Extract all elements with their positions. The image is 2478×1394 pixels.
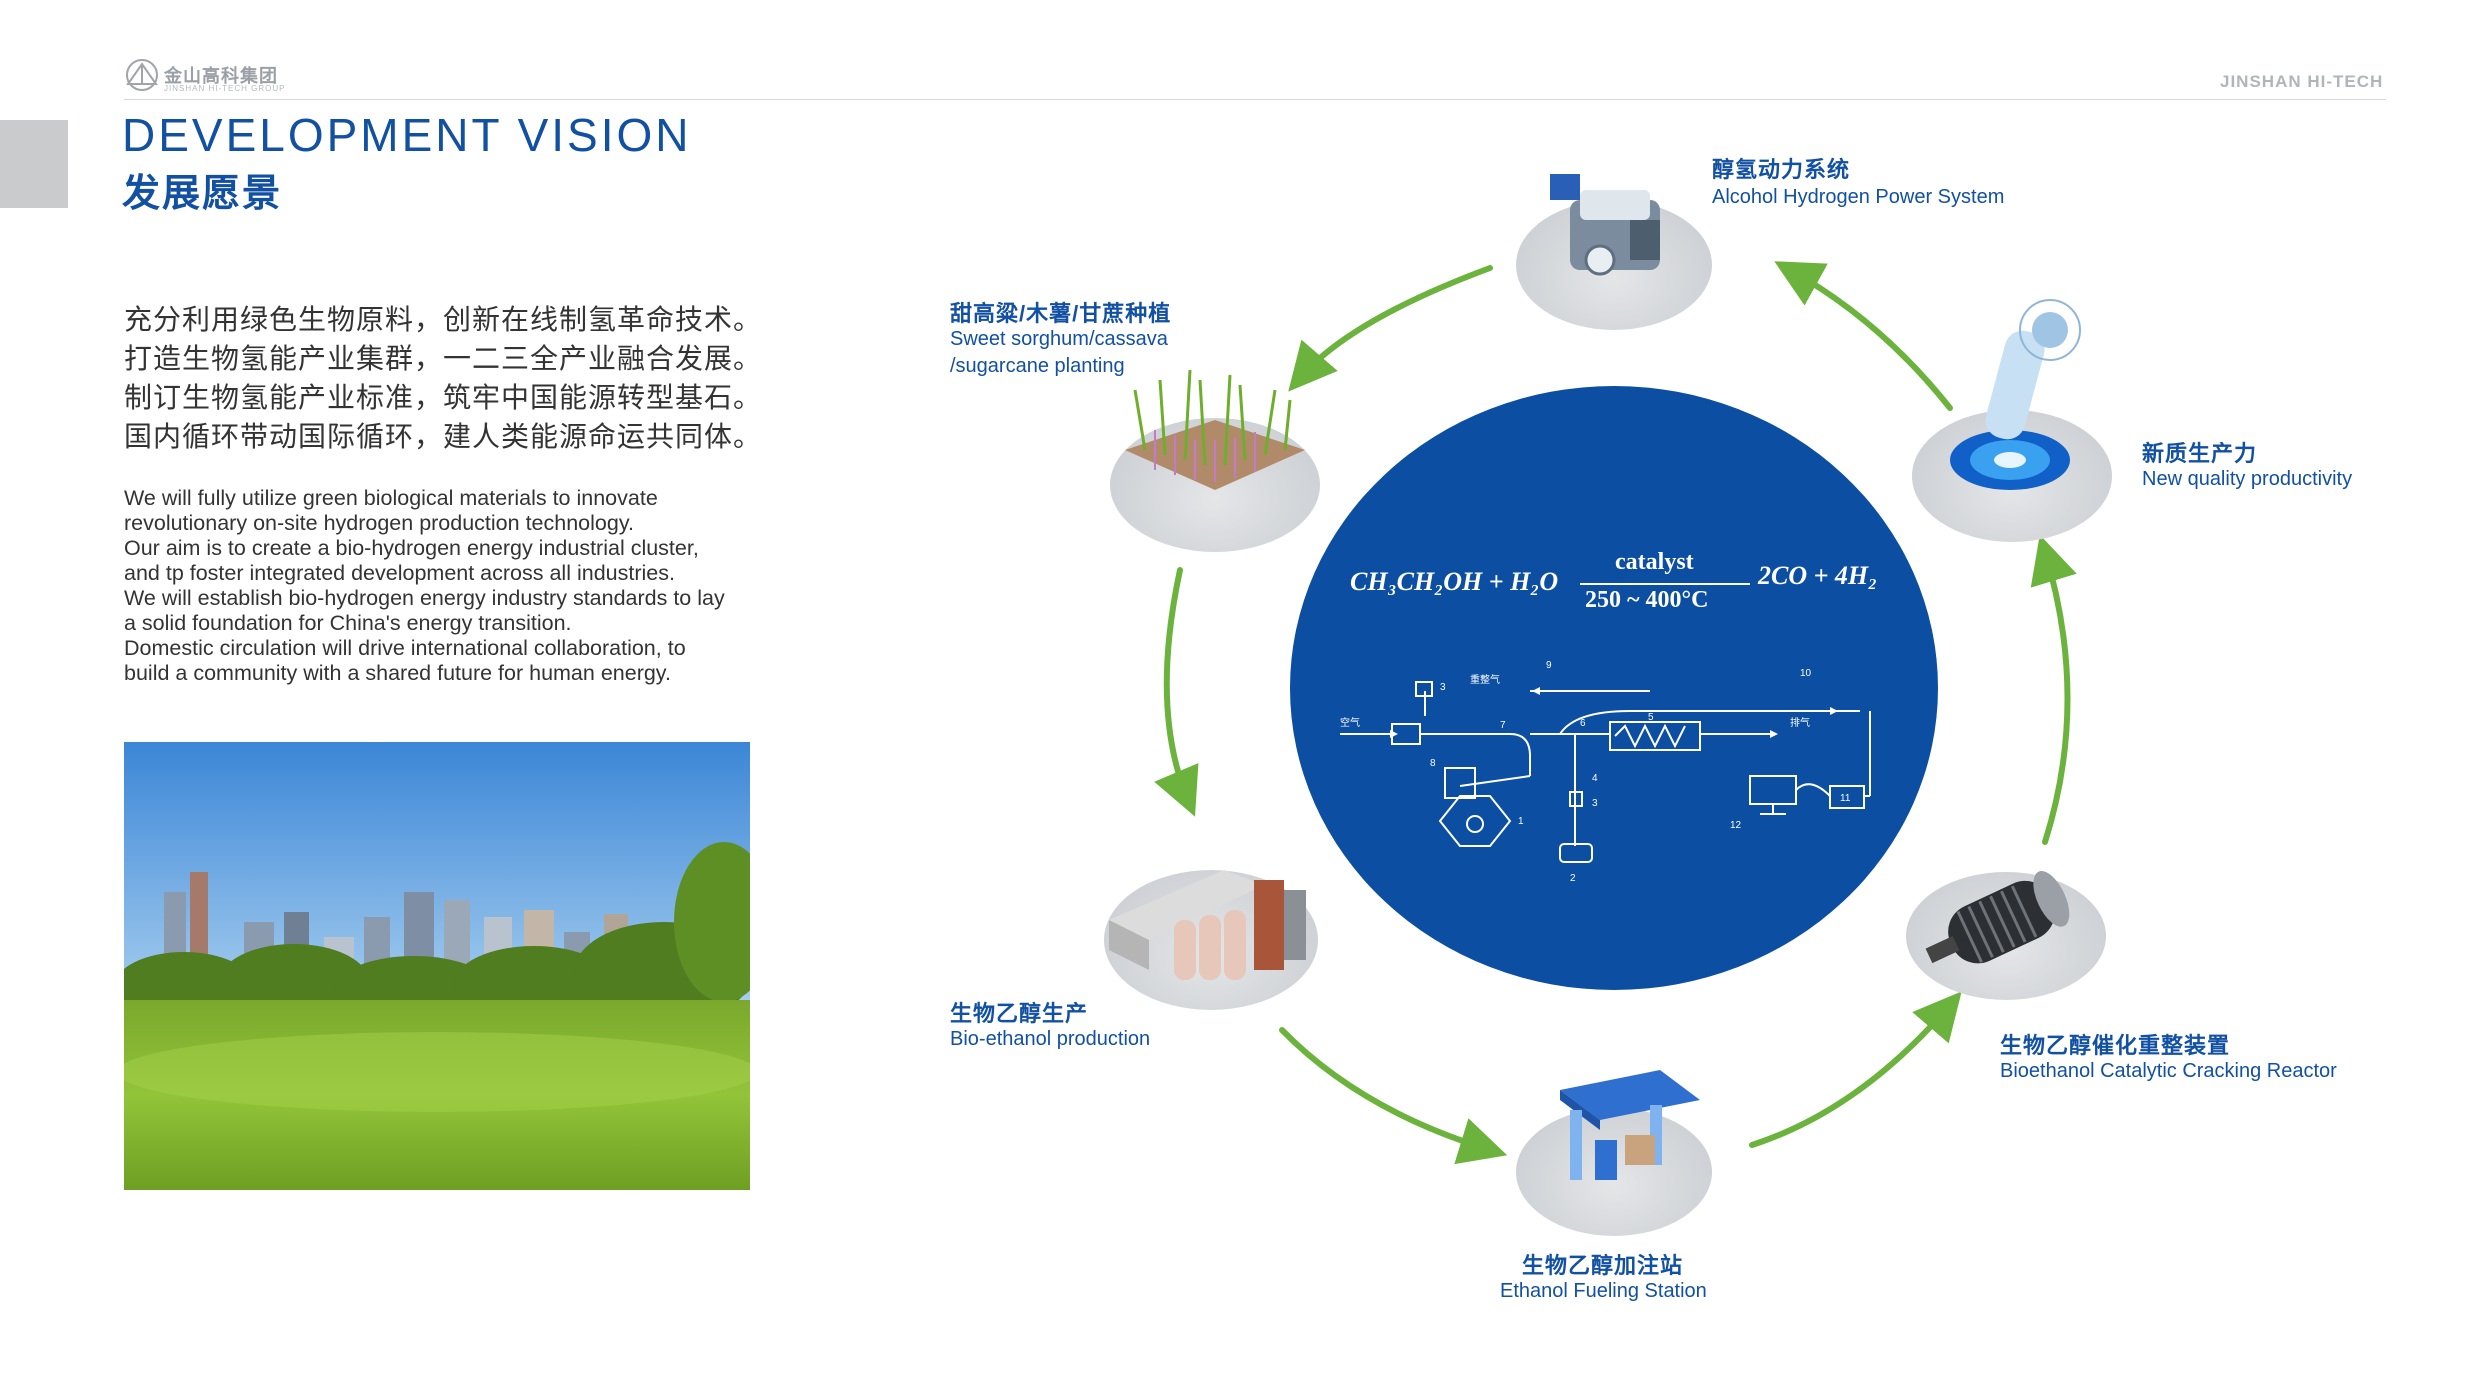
- header-divider: [124, 99, 2386, 100]
- process-circle: [1290, 386, 1938, 990]
- robot-hand-icon: [1950, 299, 2081, 490]
- diagram-label-2: 2: [1570, 873, 1576, 884]
- crop-field-icon: [1125, 369, 1305, 490]
- reforming-schematic: 1 2 3 3 4 5 6 7 8 9 10 11 12 空气 排气 重整气: [1340, 660, 1871, 884]
- label-new-quality-en: New quality productivity: [2142, 468, 2353, 490]
- logo-subtext: JINSHAN HI-TECH GROUP: [164, 84, 286, 93]
- diagram-air-in: 空气: [1340, 716, 1360, 729]
- intro-en-line: We will fully utilize green biological m…: [124, 486, 658, 510]
- diagram-label-4: 4: [1592, 773, 1598, 784]
- page-title-en: DEVELOPMENT VISION: [122, 109, 692, 161]
- label-planting-en1: Sweet sorghum/cassava: [950, 328, 1168, 350]
- diagram-label-10: 10: [1800, 668, 1812, 679]
- cycle-arrows: [1154, 261, 2077, 1165]
- intro-en-line: We will establish bio-hydrogen energy in…: [124, 586, 725, 610]
- label-power-system-zh: 醇氢动力系统: [1712, 157, 1851, 182]
- equation-right: 2CO + 4H₂: [1758, 561, 1878, 590]
- equation-catalyst: catalyst: [1615, 549, 1694, 575]
- city-park-illustration: [124, 742, 750, 1190]
- diagram-label-12: 12: [1730, 820, 1742, 831]
- diagram-label-7: 7: [1500, 720, 1506, 731]
- label-reactor-zh: 生物乙醇催化重整装置: [2000, 1033, 2231, 1058]
- label-planting-en2: /sugarcane planting: [950, 355, 1125, 377]
- arrow-reactor-to-newquality: [2030, 534, 2077, 845]
- city-park-photo: [124, 742, 750, 1190]
- diagram-label-8: 8: [1430, 758, 1436, 769]
- label-station-zh: 生物乙醇加注站: [1522, 1253, 1684, 1278]
- diagram-label-5: 5: [1648, 712, 1654, 723]
- intro-en-line: a solid foundation for China's energy tr…: [124, 611, 572, 635]
- intro-en-line: Domestic circulation will drive internat…: [124, 636, 686, 660]
- intro-en: We will fully utilize green biological m…: [124, 486, 764, 686]
- equation-left: CH₃CH₂OH + H₂O: [1350, 567, 1559, 596]
- company-logo: 金山高科集团 JINSHAN HI-TECH GROUP: [124, 58, 324, 98]
- diagram-label-3a: 3: [1440, 682, 1446, 693]
- equation-condition: 250 ~ 400°C: [1585, 587, 1709, 613]
- mountain-logo-icon: [126, 59, 158, 91]
- arrow-ethanol-to-station: [1279, 1027, 1508, 1165]
- intro-en-line: revolutionary on-site hydrogen productio…: [124, 511, 634, 535]
- label-station-en: Ethanol Fueling Station: [1500, 1280, 1707, 1302]
- diagram-label-9: 9: [1546, 660, 1552, 671]
- arrow-planting-to-ethanol: [1154, 567, 1199, 817]
- side-tab: [0, 120, 68, 208]
- diagram-label-6: 6: [1580, 718, 1586, 729]
- arrow-station-to-reactor: [1749, 991, 1962, 1148]
- diagram-label-11: 11: [1840, 793, 1851, 804]
- fuel-station-icon: [1560, 1070, 1700, 1180]
- label-ethanol-production-zh: 生物乙醇生产: [950, 1001, 1089, 1026]
- intro-zh-line: 制订生物氢能产业标准，筑牢中国能源转型基石。: [124, 382, 763, 413]
- arrow-newquality-to-system: [1774, 261, 1953, 411]
- label-reactor-en: Bioethanol Catalytic Cracking Reactor: [2000, 1060, 2337, 1082]
- label-planting-zh: 甜高粱/木薯/甘蔗种植: [950, 301, 1172, 326]
- reaction-equation: CH₃CH₂OH + H₂O catalyst 250 ~ 400°C 2CO …: [1340, 545, 1900, 625]
- diagram-label-3b: 3: [1592, 798, 1598, 809]
- factory-icon: [1109, 870, 1306, 980]
- intro-en-line: Our aim is to create a bio-hydrogen ener…: [124, 536, 699, 560]
- intro-zh-line: 国内循环带动国际循环，建人类能源命运共同体。: [124, 421, 763, 452]
- diagram-reformed-gas: 重整气: [1470, 673, 1500, 686]
- arrow-system-to-planting: [1288, 265, 1493, 392]
- engine-icon: [1550, 174, 1660, 276]
- intro-zh: 充分利用绿色生物原料，创新在线制氢革命技术。 打造生物氢能产业集群，一二三全产业…: [124, 300, 774, 456]
- label-power-system-en: Alcohol Hydrogen Power System: [1712, 186, 2005, 208]
- intro-zh-line: 打造生物氢能产业集群，一二三全产业融合发展。: [124, 343, 763, 374]
- intro-en-line: and tp foster integrated development acr…: [124, 561, 675, 585]
- logo-text: 金山高科集团: [164, 66, 278, 86]
- reactor-icon: [1925, 871, 2070, 964]
- page-title-zh: 发展愿景: [122, 173, 283, 215]
- intro-en-line: build a community with a shared future f…: [124, 661, 671, 685]
- brand-name: JINSHAN HI-TECH: [2220, 72, 2384, 91]
- label-ethanol-production-en: Bio-ethanol production: [950, 1028, 1151, 1050]
- diagram-exhaust: 排气: [1790, 716, 1810, 729]
- label-new-quality-zh: 新质生产力: [2142, 441, 2258, 466]
- diagram-label-1: 1: [1518, 816, 1524, 827]
- intro-zh-line: 充分利用绿色生物原料，创新在线制氢革命技术。: [124, 304, 763, 335]
- equation-bar: [1580, 583, 1750, 585]
